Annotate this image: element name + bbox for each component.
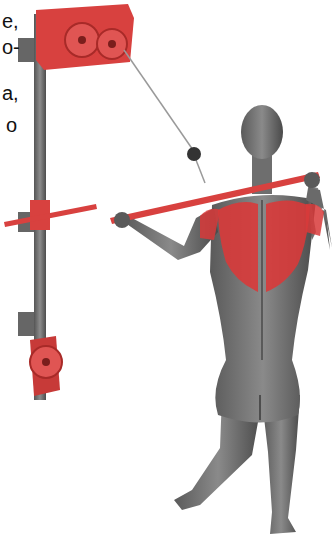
cable-stop-ball (187, 147, 201, 161)
carriage-peg (4, 204, 97, 227)
pulley-wheel (30, 346, 62, 378)
left-shoulder-muscle (200, 209, 220, 240)
torso (210, 195, 316, 422)
gluteal-line (259, 395, 261, 420)
right-forearm (306, 188, 332, 248)
text-fragment: о (6, 114, 17, 136)
cable (124, 50, 193, 150)
spine-line (261, 200, 263, 360)
pulley-wheel (97, 29, 127, 59)
pulley-wheel (65, 23, 99, 57)
cable (196, 160, 205, 183)
left-back-muscle (218, 202, 258, 292)
wall-bracket (18, 38, 34, 62)
pulley-axle (42, 358, 50, 366)
right-hand (304, 172, 320, 188)
pulley-axle (108, 40, 116, 48)
top-pulley-housing (36, 4, 134, 70)
pulley-axle (78, 36, 86, 44)
right-shoulder-muscle (306, 204, 324, 236)
head (241, 105, 283, 159)
text-fragment: а, (2, 82, 19, 104)
left-hand (114, 212, 130, 228)
wall-bracket (18, 312, 34, 336)
right-back-muscle (266, 200, 310, 292)
text-fragment: е, (2, 10, 19, 32)
text-fragment: о- (2, 36, 20, 58)
